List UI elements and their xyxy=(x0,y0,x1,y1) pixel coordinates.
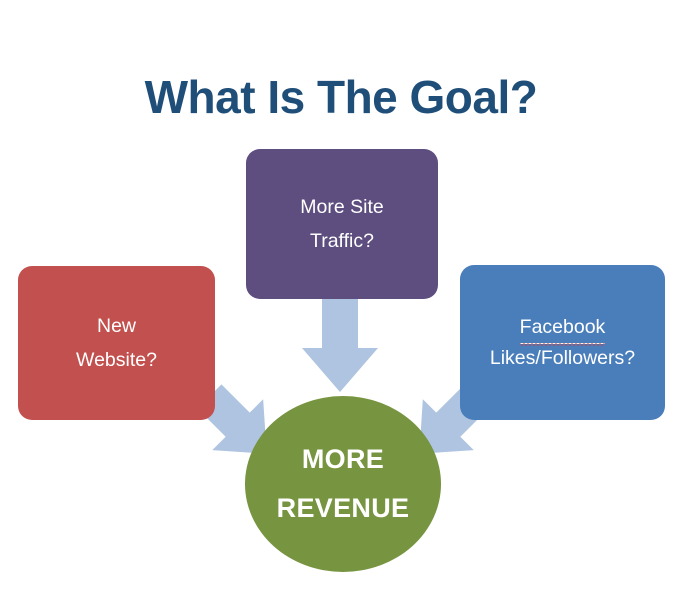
node-facebook-likes-line1: Facebook xyxy=(519,313,606,347)
node-more-revenue[interactable]: MORE REVENUE xyxy=(245,396,441,572)
node-new-website-label: New Website? xyxy=(76,309,157,377)
node-more-site-traffic-line2: Traffic? xyxy=(310,230,374,252)
node-facebook-likes[interactable]: Facebook Likes/Followers? xyxy=(460,265,665,420)
page-title: What Is The Goal? xyxy=(144,71,538,123)
node-facebook-likes-line2: Likes/Followers? xyxy=(489,347,636,369)
node-more-site-traffic[interactable]: More Site Traffic? xyxy=(246,149,438,299)
node-new-website-line2: Website? xyxy=(76,349,157,371)
node-new-website-line1: New xyxy=(96,314,136,337)
node-more-revenue-line1: MORE xyxy=(301,444,385,474)
node-facebook-likes-line1-wrap: Facebook xyxy=(490,313,635,347)
arrow-traffic-to-revenue-icon xyxy=(302,299,378,392)
node-more-revenue-line2: REVENUE xyxy=(276,493,410,523)
node-more-site-traffic-label: More Site Traffic? xyxy=(300,190,383,258)
node-more-site-traffic-line1: More Site xyxy=(300,195,384,218)
node-facebook-likes-label: Facebook Likes/Followers? xyxy=(490,313,635,373)
node-new-website[interactable]: New Website? xyxy=(18,266,215,420)
